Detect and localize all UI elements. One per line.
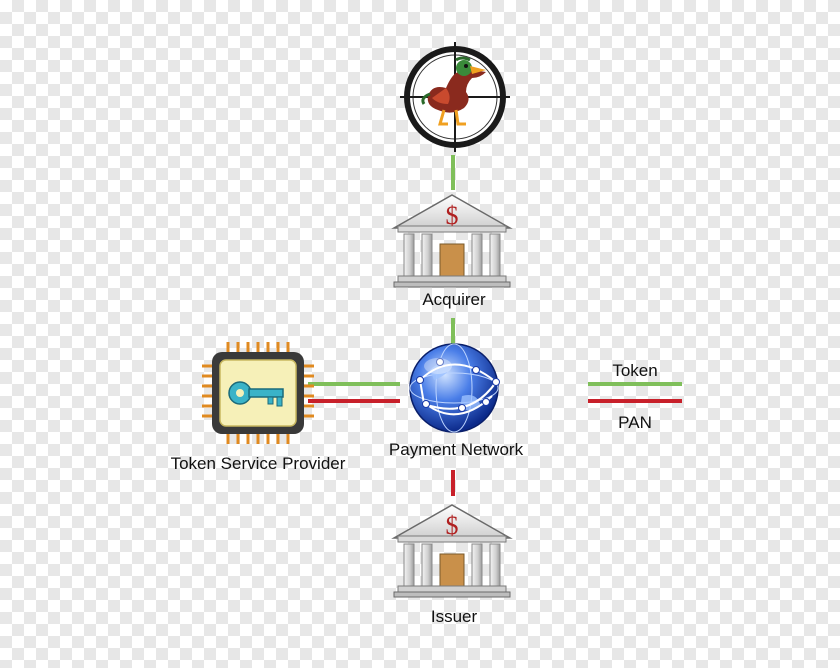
legend-pan-label: PAN [618, 413, 652, 432]
acquirer-bank-icon: $ [391, 194, 513, 288]
duck-crosshair-icon [400, 42, 510, 152]
legend-token-label: Token [612, 361, 658, 380]
acquirer-label: Acquirer [422, 290, 486, 309]
svg-text:$: $ [446, 201, 459, 230]
svg-text:$: $ [446, 511, 459, 540]
globe-network-icon [409, 343, 500, 433]
issuer-bank-icon: $ [391, 504, 513, 598]
token-service-provider-label: Token Service Provider [170, 454, 346, 473]
chip-key-icon [202, 342, 314, 444]
payment-network-label: Payment Network [388, 440, 524, 459]
issuer-label: Issuer [430, 607, 478, 626]
